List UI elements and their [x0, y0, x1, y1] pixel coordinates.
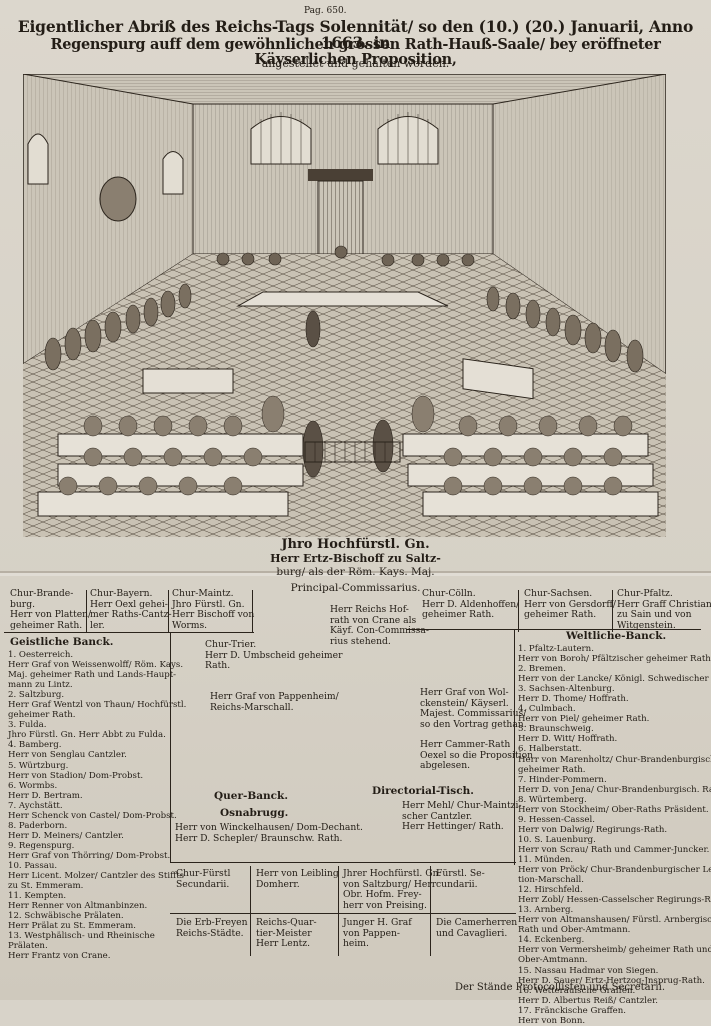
paper-fold-highlight [0, 573, 711, 576]
plan-rule-right-2 [612, 590, 613, 632]
title-line-1: Eigentlicher Abriß des Reichs-Tags Solen… [17, 17, 694, 52]
fuerstl-secundarii: Fürstl. Se- cundarii. [436, 868, 485, 890]
junger-graf-pappenheim: Junger H. Graf von Pappen- heim. [343, 917, 412, 950]
assembly-hall-engraving [23, 74, 666, 537]
reichs-staedte: Die Erb-Freyen Reichs-Städte. [176, 917, 248, 939]
chur-brandenburg: Chur-Brande- burg. Herr von Platten/ geh… [10, 588, 92, 632]
caption-line-2: Herr Ertz-Bischoff zu Saltz- [270, 552, 441, 565]
caption-line-4: Principal-Commissarius. [290, 582, 421, 594]
quer-banck-subtitle: Osnabrugg. [220, 807, 289, 819]
herr-von-leibling: Herr von Leibling Domherr. [256, 868, 339, 890]
plan-rule-bottom [170, 862, 516, 863]
page-reference: Pag. 650. [304, 6, 347, 16]
plan-rule-right-vertical [514, 629, 515, 865]
plan-rule-lower-mid-3 [430, 866, 431, 956]
plan-rule-lower-right-top [338, 913, 516, 914]
reichs-marschall: Herr Graf von Pappenheim/ Reichs-Marscha… [210, 691, 339, 713]
chur-pfaltz: Chur-Pfaltz. Herr Graff Christian zu Sai… [617, 588, 711, 632]
chur-trier: Chur-Trier. Herr D. Umbscheid geheimer R… [205, 639, 343, 672]
plan-rule-left-vertical [170, 632, 171, 862]
chur-sachsen: Chur-Sachsen. Herr von Gersdorff/ geheim… [524, 588, 617, 621]
quer-banck-title: Quer-Banck. [214, 790, 288, 802]
plan-rule-right-1 [518, 590, 519, 632]
chur-coelln: Chur-Cölln. Herr D. Aldenhoffen/ geheime… [422, 588, 520, 621]
plan-rule-left-1 [86, 590, 87, 632]
protocollisten-footer: Der Stände Protocollisten und Secretarii… [455, 982, 665, 993]
saltzburg-hofmeister: Jhrer Hochfürstl. Gn. von Saltzburg/ Her… [343, 868, 442, 912]
cammer-rath: Herr Cammer-Rath Oexel so die Propositio… [420, 739, 534, 772]
plan-rule-left-3 [252, 590, 253, 632]
geistliche-banck-list: 1. Oesterreich. Herr Graf von Weissenwol… [8, 650, 187, 962]
kaiserlicher-commissarius: Herr Graf von Wol- ckenstein/ Käyserl. M… [420, 687, 527, 731]
reichs-quartiermeister: Reichs-Quar- tier-Meister Herr Lentz. [256, 917, 317, 950]
reichs-hofrath: Herr Reichs Hof- rath von Crane als Käyf… [330, 604, 429, 648]
camerherren: Die Camerherren und Cavaglieri. [436, 917, 518, 939]
paper-fold [0, 571, 711, 573]
plan-rule-top-left [4, 632, 254, 633]
plan-rule-lower-left-top [170, 913, 340, 914]
plan-rule-lower-mid-1 [250, 866, 251, 956]
plan-rule-lower-mid-2 [338, 866, 339, 956]
weltliche-banck-title: Weltliche-Banck. [566, 630, 667, 642]
quer-banck-list: Herr von Winckelhausen/ Dom-Dechant. Her… [175, 822, 363, 844]
plan-rule-top-right [406, 629, 701, 630]
chur-maintz: Chur-Maintz. Jhro Fürstl. Gn. Herr Bisch… [172, 588, 255, 632]
chur-bayern: Chur-Bayern. Herr Oexl gehei- mer Raths-… [90, 588, 172, 632]
geistliche-banck-title: Geistliche Banck. [10, 636, 114, 648]
churfuerstl-secundarii: Chur-Fürstl Secundarii. [176, 868, 231, 890]
weltliche-banck-list: 1. Pfaltz-Lautern. Herr von Boroh/ Pfält… [518, 644, 711, 1026]
title-line-3: angestellet und gehalten worden. [261, 57, 450, 70]
directorial-tisch-list: Herr Mehl/ Chur-Maintzi- scher Cantzler.… [402, 800, 522, 833]
plan-rule-left-2 [168, 590, 169, 632]
caption-line-3: burg/ als der Röm. Kays. Maj. [276, 566, 435, 578]
directorial-tisch-title: Directorial-Tisch. [372, 785, 474, 797]
title-line-2: Regenspurg auff dem gewöhnlichen grossen… [50, 36, 661, 68]
caption-line-1: Jhro Hochfürstl. Gn. [281, 537, 430, 552]
